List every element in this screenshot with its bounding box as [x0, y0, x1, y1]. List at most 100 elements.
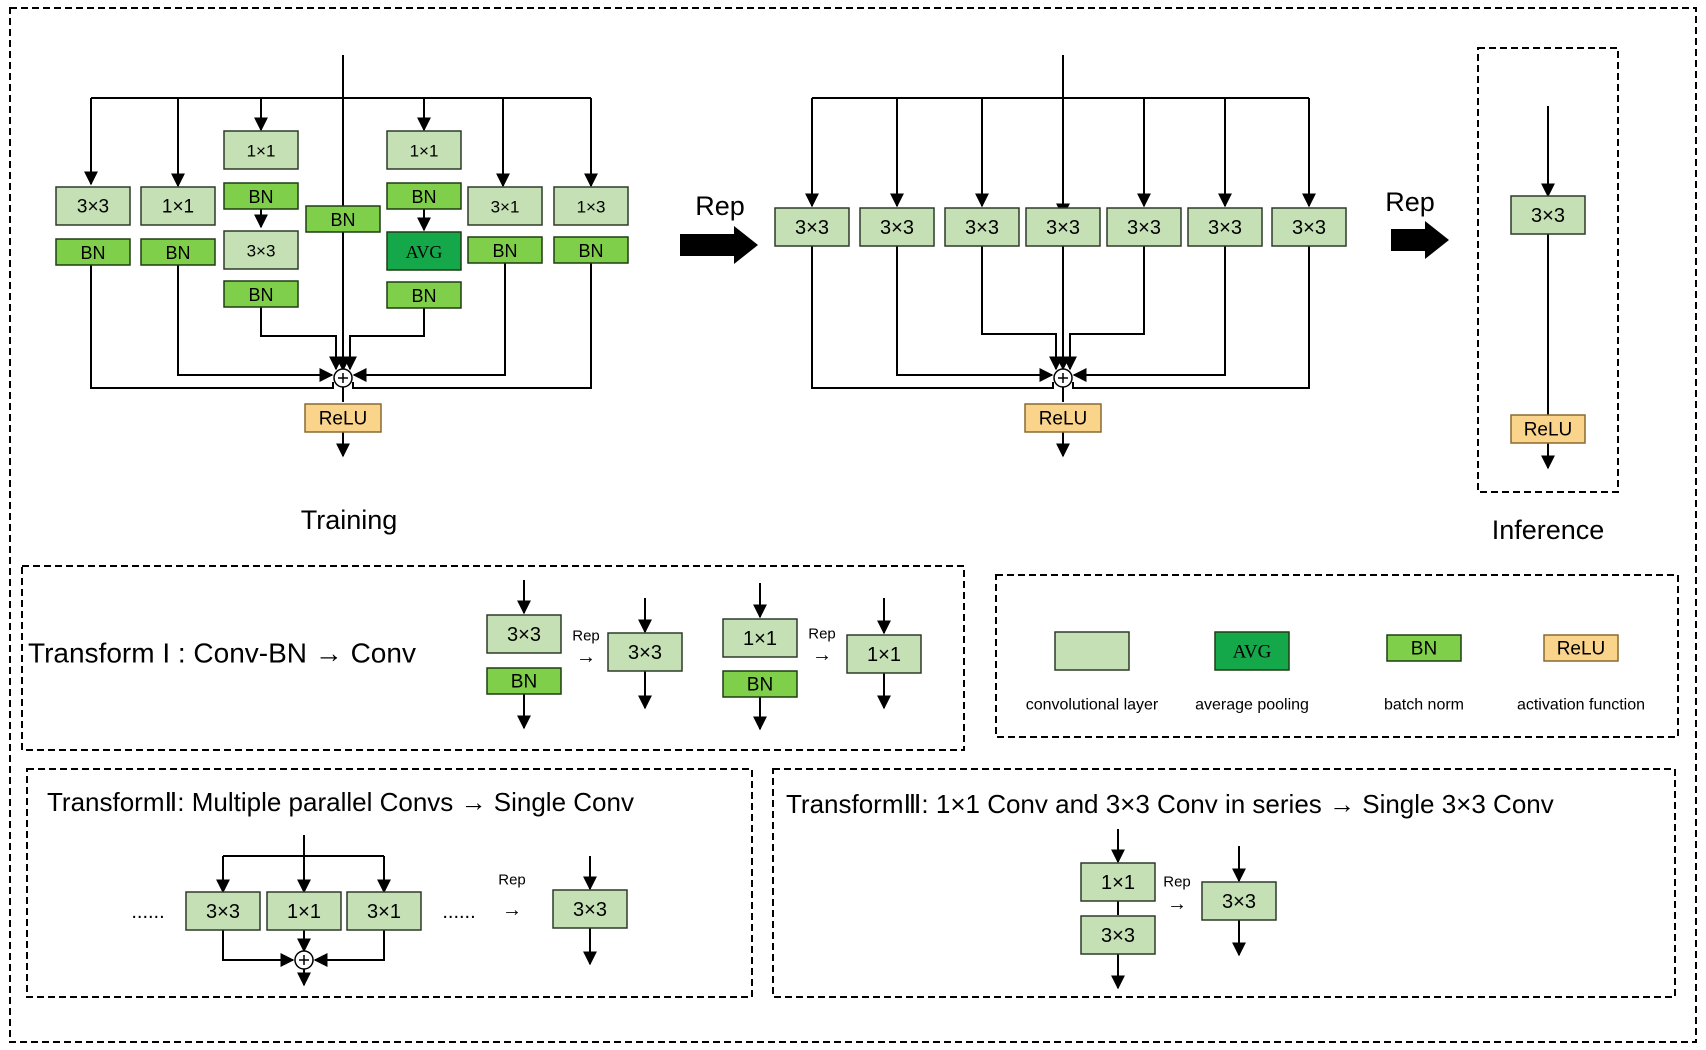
t1a-bn-label: BN [511, 672, 537, 693]
t2-caption: TransformⅡ: Multiple parallel Convs → Si… [47, 787, 634, 817]
mid-conv-3x3-2: 3×3 [944, 207, 1020, 247]
rep-arrow-1 [680, 226, 758, 264]
legend-icon-bn: BN [1386, 634, 1462, 662]
train-bn-identity-label: BN [330, 210, 355, 230]
legend-label-bn: batch norm [1384, 697, 1464, 714]
train-conv-1x1-b: 1×1 [223, 130, 299, 170]
train-merge-d [260, 307, 343, 371]
train-bn-h-label: BN [578, 241, 603, 261]
t1c-rep-label: Rep [808, 626, 836, 643]
mid-merge-2 [981, 246, 1063, 371]
t1c-rep-arrow: → [812, 644, 832, 666]
legend-icon-conv [1054, 631, 1130, 671]
t3-conv-3x3-label: 3×3 [1101, 925, 1135, 947]
train-merge-h [352, 263, 592, 389]
train-conv-1x3: 1×3 [553, 186, 629, 226]
legend-icon-relu: ReLU [1543, 634, 1619, 662]
t1a-rep-label: Rep [572, 628, 600, 645]
train-conv-1x1-a: 1×1 [140, 186, 216, 226]
train-avg-pool: AVG [386, 231, 462, 271]
train-conv-3x3-a-label: 3×3 [77, 197, 109, 218]
train-conv-3x1-label: 3×1 [491, 198, 520, 217]
inf-relu: ReLU [1510, 414, 1586, 444]
train-bn-g: BN [467, 236, 543, 264]
train-conv-3x3-b-label: 3×3 [247, 242, 276, 261]
mid-conv-3x3-4-label: 3×3 [1127, 217, 1161, 239]
t1a-conv-3x3-label: 3×3 [507, 624, 541, 646]
t2-dots-right: ...... [442, 901, 475, 923]
legend-icon-avg: AVG [1214, 631, 1290, 671]
mid-merge-0 [811, 246, 1054, 389]
train-relu-label: ReLU [319, 409, 368, 430]
train-conv-1x1-c-label: 1×1 [410, 142, 439, 161]
train-bn-b-label: BN [165, 243, 190, 263]
train-bn-a: BN [55, 238, 131, 266]
t2-conv-3x1: 3×1 [346, 891, 422, 931]
mid-merge-1 [896, 246, 1054, 382]
mid-conv-3x3-6: 3×3 [1271, 207, 1347, 247]
legend-label-avg: average pooling [1195, 697, 1309, 714]
t2-conv-1x1: 1×1 [266, 891, 342, 931]
outer-frame [9, 7, 1697, 1043]
t3-caption: TransformⅢ: 1×1 Conv and 3×3 Conv in ser… [786, 789, 1554, 819]
inf-conv-3x3: 3×3 [1510, 195, 1586, 235]
mid-conv-3x3-0: 3×3 [774, 207, 850, 247]
t2-conv-3x3-label: 3×3 [206, 901, 240, 923]
t2-merge-r [313, 930, 385, 967]
train-conv-3x3-b: 3×3 [223, 230, 299, 270]
mid-merge-5 [1072, 246, 1226, 382]
rep-label-1: Rep [695, 191, 745, 221]
t1a-rep-arrow: → [576, 646, 596, 668]
mid-conv-3x3-0-label: 3×3 [795, 217, 829, 239]
t2r-conv-3x3: 3×3 [552, 889, 628, 929]
train-bn-d: BN [223, 280, 299, 308]
mid-sum-node [1053, 368, 1073, 388]
transform-1-frame [21, 565, 965, 751]
inf-relu-label: ReLU [1524, 420, 1573, 441]
train-bn-d-label: BN [248, 285, 273, 305]
train-bn-f: BN [386, 281, 462, 309]
t1b-conv-3x3: 3×3 [607, 632, 683, 672]
mid-merge-6 [1072, 246, 1310, 389]
train-relu: ReLU [304, 403, 382, 433]
train-conv-1x1-c: 1×1 [386, 130, 462, 170]
train-bn-c-label: BN [248, 187, 273, 207]
training-caption: Training [301, 505, 398, 535]
connector-lines [84, 55, 1555, 990]
train-merge-b [177, 265, 334, 382]
t1b-conv-3x3-label: 3×3 [628, 642, 662, 664]
mid-conv-3x3-6-label: 3×3 [1292, 217, 1326, 239]
transform-3-frame [772, 768, 1676, 998]
frames [9, 7, 1697, 1043]
mid-conv-3x3-3: 3×3 [1025, 207, 1101, 247]
t3-rep-arrow: → [1167, 893, 1187, 915]
nodes: 3×3BN1×1BN1×1BN3×3BNBN1×1BNAVGBN3×1BN1×3… [55, 130, 1619, 970]
t3-conv-1x1-label: 1×1 [1101, 872, 1135, 894]
train-bn-e-label: BN [411, 187, 436, 207]
train-bn-c: BN [223, 182, 299, 210]
mid-conv-3x3-4: 3×3 [1106, 207, 1182, 247]
t2-merge-l [222, 930, 295, 967]
legend-label-conv: convolutional layer [1026, 697, 1159, 714]
train-merge-a [90, 265, 334, 389]
t1d-conv-1x1-label: 1×1 [867, 644, 901, 666]
train-conv-1x1-b-label: 1×1 [247, 142, 276, 161]
t2-sum-node [294, 950, 314, 970]
t2-rep-arrow: → [502, 899, 522, 921]
train-bn-g-label: BN [492, 241, 517, 261]
mid-conv-3x3-1-label: 3×3 [880, 217, 914, 239]
t1c-bn-label: BN [747, 675, 773, 696]
train-bn-f-label: BN [411, 286, 436, 306]
train-conv-1x1-a-label: 1×1 [162, 197, 194, 218]
legend-icon-avg-label: AVG [1233, 642, 1272, 663]
train-bn-identity: BN [305, 205, 381, 233]
rep-arrow-2 [1391, 221, 1449, 259]
t2-conv-3x3: 3×3 [185, 891, 261, 931]
transform-2-frame [26, 768, 753, 998]
t2-conv-1x1-label: 1×1 [287, 901, 321, 923]
train-sum-node [333, 368, 353, 388]
t3r-conv-3x3-label: 3×3 [1222, 891, 1256, 913]
t2-dots-left: ...... [131, 901, 164, 923]
t3-rep-label: Rep [1163, 874, 1191, 891]
